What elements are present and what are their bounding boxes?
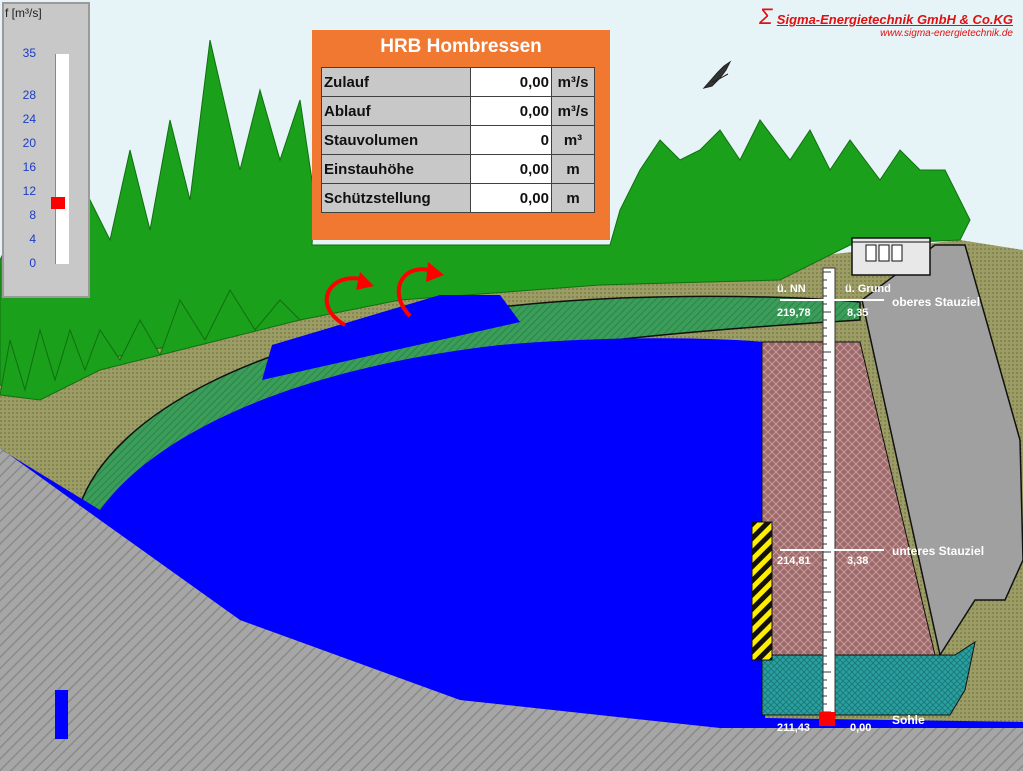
gauge-tick-label: 20 [22,136,36,150]
upper-nn-value: 219,78 [777,307,811,319]
gauge-marker [51,196,65,209]
upper-stauziel-label: oberes Stauziel [892,295,981,309]
info-value: 0,00 [470,183,552,213]
flow-gauge-panel [2,2,90,298]
info-unit: m³ [551,125,595,155]
lower-nn-value: 214,81 [777,555,811,567]
level-marker [819,712,835,726]
gauge-tube [55,54,69,264]
gauge-tick-label: 28 [22,88,36,102]
sohle-nn-value: 211,43 [777,722,811,734]
gauge-title: f [m³/s] [5,6,42,20]
company-logo[interactable]: Σ Sigma-Energietechnik GmbH & Co.KG www.… [759,4,1013,39]
info-value: 0,00 [470,67,552,97]
forest [0,39,971,401]
info-value: 0,00 [470,96,552,126]
header-nn: ü. NN [777,283,806,295]
info-value: 0 [470,125,552,155]
gauge-tick-label: 24 [22,112,36,126]
company-name: Sigma-Energietechnik GmbH & Co.KG [776,12,1013,27]
info-value: 0,00 [470,154,552,184]
inflow-arrows [324,267,436,327]
inlet-basin [262,295,520,380]
info-unit: m³/s [551,96,595,126]
sohle-label: Sohle [892,713,925,727]
info-label: Stauvolumen [321,125,471,155]
info-unit: m [551,154,595,184]
sohle-grund-value: 0,00 [850,722,872,734]
info-title: HRB Hombressen [380,36,542,57]
gauge-tick-label: 4 [29,232,36,246]
info-label: Einstauhöhe [321,154,471,184]
info-label: Zulauf [321,67,471,97]
gauge-tick-label: 16 [22,160,36,174]
gauge-tick-label: 8 [29,208,36,222]
info-label: Ablauf [321,96,471,126]
header-grund: ü. Grund [845,283,891,295]
bird-icon [702,60,732,89]
company-url[interactable]: www.sigma-energietechnik.de [880,28,1013,39]
info-unit: m [551,183,595,213]
lower-grund-value: 3,38 [847,555,869,567]
lower-stauziel-label: unteres Stauziel [892,544,985,558]
dam-body [861,244,1023,657]
upper-grund-value: 8,35 [847,307,869,319]
gauge-fill [55,689,68,739]
info-label: Schützstellung [321,183,471,213]
info-unit: m³/s [551,67,595,97]
control-house [851,237,931,276]
sluice-gate [751,521,773,661]
gauge-tick-label: 12 [22,184,36,198]
gauge-tick-label: 0 [29,256,36,270]
reservoir-water [0,338,1023,728]
gauge-tick-label: 35 [22,46,36,60]
sigma-logo-icon: Σ [759,4,773,29]
